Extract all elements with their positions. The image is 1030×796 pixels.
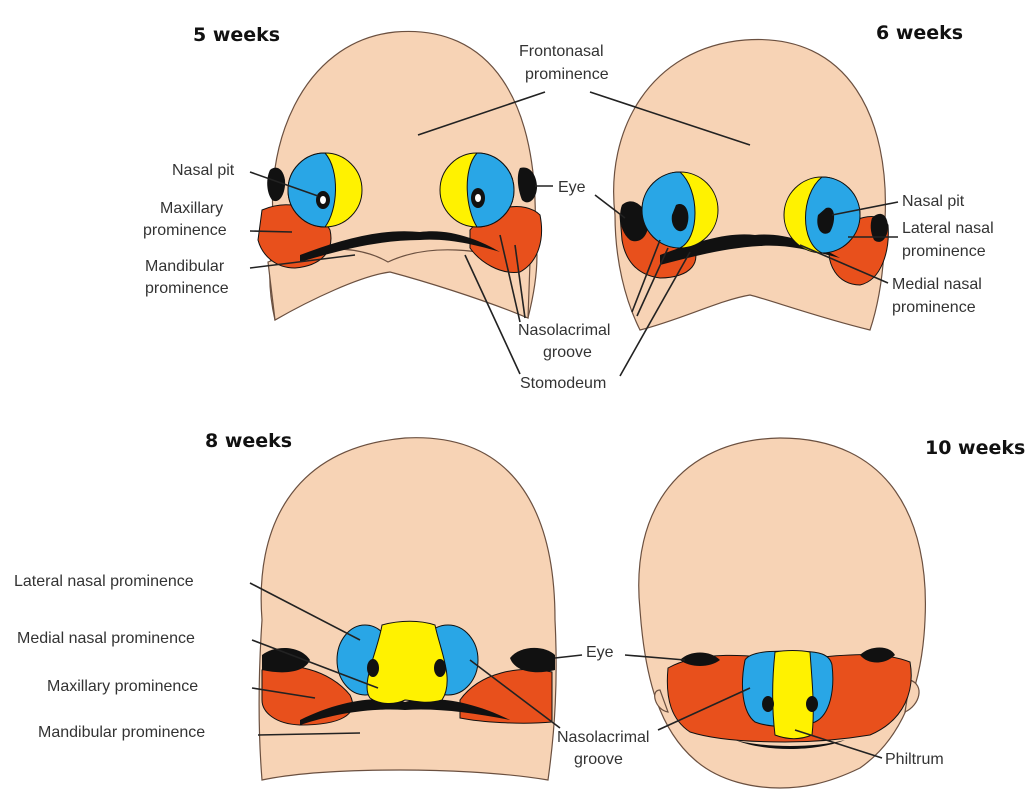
- label-medial-nasal-1: Medial nasal: [892, 276, 982, 293]
- philtrum-10w: [773, 651, 814, 739]
- label-nasolacrimal-1: Nasolacrimal: [518, 322, 610, 339]
- nostril-left-8w: [367, 659, 379, 677]
- head-8-weeks: [259, 438, 556, 780]
- label-stomodeum: Stomodeum: [520, 375, 606, 392]
- label-w8-mandibular: Mandibular prominence: [38, 724, 205, 741]
- embryo-face-5-weeks: 5 weeks: [193, 24, 542, 320]
- label-medial-nasal-2: prominence: [892, 299, 976, 316]
- label-maxillary-1: Maxillary: [160, 200, 223, 217]
- label-w8-medial: Medial nasal prominence: [17, 630, 195, 647]
- label-nasolacrimal-2: groove: [543, 344, 592, 361]
- stage-title-6-weeks: 6 weeks: [876, 22, 963, 44]
- embryo-face-10-weeks: 10 weeks: [639, 437, 1026, 788]
- stage-title-8-weeks: 8 weeks: [205, 430, 292, 452]
- stage-title-5-weeks: 5 weeks: [193, 24, 280, 46]
- label-nasolacrimal-b2: groove: [574, 751, 623, 768]
- leader-maxillary: [250, 231, 292, 232]
- label-lateral-nasal-1: Lateral nasal: [902, 220, 994, 237]
- nostril-right-10w: [806, 696, 818, 712]
- stage-title-10-weeks: 10 weeks: [925, 437, 1025, 459]
- nasal-pit-right-5w-inner: [475, 194, 481, 202]
- nostril-right-8w: [434, 659, 446, 677]
- label-eye-top: Eye: [558, 179, 586, 196]
- leader-eye-bottom-left: [555, 655, 582, 658]
- label-frontonasal-1: Frontonasal: [519, 43, 604, 60]
- label-w8-maxillary: Maxillary prominence: [47, 678, 198, 695]
- label-maxillary-2: prominence: [143, 222, 227, 239]
- label-nasal-pit-left: Nasal pit: [172, 162, 235, 179]
- label-lateral-nasal-2: prominence: [902, 243, 986, 260]
- label-philtrum: Philtrum: [885, 751, 944, 768]
- nostril-left-10w: [762, 696, 774, 712]
- nasal-pit-left-5w-inner: [320, 196, 326, 204]
- embryo-face-8-weeks: 8 weeks: [205, 430, 556, 780]
- label-nasolacrimal-b1: Nasolacrimal: [557, 729, 649, 746]
- label-mandibular-1: Mandibular: [145, 258, 225, 275]
- label-frontonasal-2: prominence: [525, 66, 609, 83]
- label-nasal-pit-right: Nasal pit: [902, 193, 965, 210]
- label-mandibular-2: prominence: [145, 280, 229, 297]
- label-eye-bottom: Eye: [586, 644, 614, 661]
- label-w8-lateral: Lateral nasal prominence: [14, 573, 194, 590]
